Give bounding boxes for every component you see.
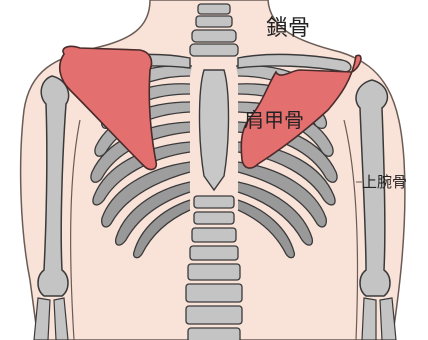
clavicle-label: 鎖骨 bbox=[266, 10, 310, 42]
sternum bbox=[200, 70, 229, 190]
humerus-label: 上腕骨 bbox=[362, 171, 407, 192]
scapula-label: 肩甲骨 bbox=[244, 104, 304, 133]
